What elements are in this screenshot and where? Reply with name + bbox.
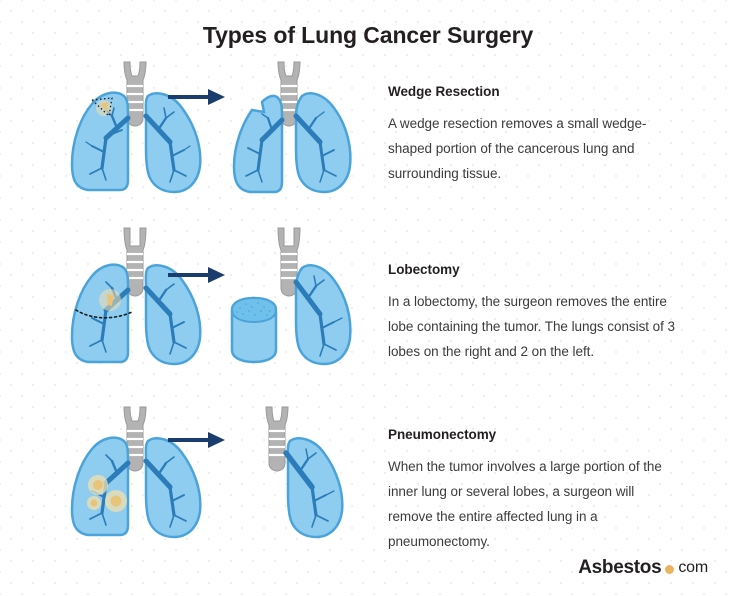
- tumor-markers: [87, 475, 127, 512]
- illustration-lungs-with-wedge-tumor: [62, 60, 210, 205]
- right-lung-shape: [294, 92, 352, 194]
- tumor-marker: [91, 97, 113, 117]
- trachea-icon: [277, 227, 301, 297]
- right-bronchial-tree: [143, 107, 191, 183]
- page-title: Types of Lung Cancer Surgery: [202, 22, 534, 48]
- right-lung-shape: [286, 437, 344, 539]
- process-arrow-wedge: [168, 86, 226, 108]
- process-arrow-lobectomy: [168, 264, 226, 286]
- illustration-lungs-with-multiple-tumors: [62, 403, 210, 548]
- process-arrow-pneumonectomy: [168, 429, 226, 451]
- removed-lobe-block: [230, 296, 278, 364]
- trachea-icon: [265, 406, 289, 472]
- illustration-lungs-after-lobectomy: [224, 227, 356, 386]
- left-bronchial-tree: [245, 113, 285, 183]
- right-bronchial-tree: [293, 111, 337, 183]
- section-body: A wedge resection removes a small wedge-…: [388, 116, 647, 181]
- logo-dot-icon: [665, 565, 675, 574]
- section-heading: Lobectomy: [388, 262, 460, 277]
- right-lung-shape: [144, 437, 202, 539]
- illustration-single-remaining-lung: [224, 403, 356, 551]
- right-bronchial-tree: [283, 448, 335, 528]
- illustration-lungs-with-lobe-cut-line: [62, 227, 210, 383]
- right-lung-shape: [144, 264, 202, 366]
- text-block-lobectomy: Lobectomy In a lobectomy, the surgeon re…: [388, 262, 676, 364]
- trachea-icon: [123, 227, 147, 297]
- right-bronchial-tree: [143, 283, 187, 355]
- text-block-pneumonectomy: Pneumonectomy When the tumor involves a …: [388, 427, 676, 554]
- section-heading: Pneumonectomy: [388, 427, 497, 442]
- logo-brand-text: Asbestos: [578, 557, 662, 578]
- lobe-cut-line: [75, 309, 133, 319]
- illustration-lungs-after-wedge-resection: [224, 60, 356, 208]
- tumor-marker: [99, 289, 121, 311]
- trachea-icon: [123, 61, 147, 127]
- right-lung-shape: [144, 92, 202, 194]
- right-bronchial-tree: [293, 275, 343, 357]
- left-lung-shape: [70, 263, 130, 364]
- right-lung-shape: [294, 264, 352, 366]
- section-heading: Wedge Resection: [388, 84, 500, 99]
- section-body: In a lobectomy, the surgeon removes the …: [388, 294, 675, 359]
- left-lung-shape: [70, 91, 130, 192]
- asbestos-com-logo[interactable]: Asbestos com: [578, 557, 708, 579]
- right-bronchial-tree: [143, 456, 187, 528]
- text-block-wedge-resection: Wedge Resection A wedge resection remove…: [388, 84, 676, 186]
- left-lung-shape-resected: [232, 94, 284, 194]
- logo-tld-text: com: [678, 559, 708, 576]
- section-body: When the tumor involves a large portion …: [388, 459, 662, 549]
